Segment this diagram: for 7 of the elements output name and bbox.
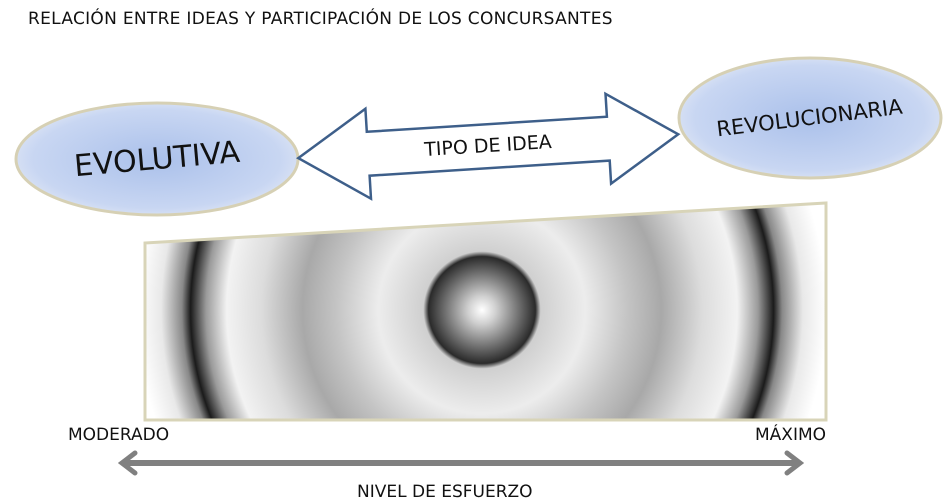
node-label: EVOLUTIVA <box>72 134 242 184</box>
axis-end-label: MÁXIMO <box>755 425 826 445</box>
diagram-title: RELACIÓN ENTRE IDEAS Y PARTICIPACIÓN DE LOS CONCURSANTES <box>28 9 613 29</box>
ellipse-node <box>677 56 943 180</box>
ellipse-node <box>14 101 300 217</box>
axis-title: NIVEL DE ESFUERZO <box>357 482 533 502</box>
axis-end-label: MODERADO <box>68 425 170 445</box>
